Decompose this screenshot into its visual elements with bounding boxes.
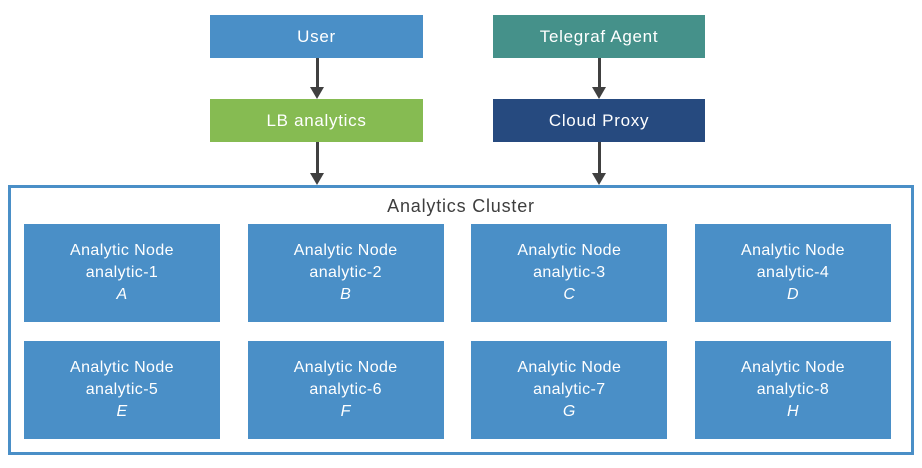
arrow-telegraf-to-cloudproxy	[592, 58, 606, 99]
analytic-node-7: Analytic Node analytic-7 G	[471, 341, 668, 439]
arrow-head-icon	[310, 87, 324, 99]
analytic-node-type-label: Analytic Node	[70, 242, 174, 259]
arrow-head-icon	[592, 87, 606, 99]
analytic-node-type-label: Analytic Node	[741, 359, 845, 376]
analytic-node-letter: D	[786, 286, 799, 303]
arrow-shaft	[315, 58, 319, 87]
telegraf-agent-box-label: Telegraf Agent	[539, 26, 659, 46]
analytic-node-name: analytic-2	[309, 264, 382, 281]
analytic-node-4: Analytic Node analytic-4 D	[694, 224, 891, 322]
arrow-shaft	[597, 142, 601, 173]
analytics-cluster-container: Analytics Cluster Analytic Node analytic…	[8, 185, 914, 455]
analytic-node-name: analytic-1	[85, 264, 159, 281]
analytic-node-name: analytic-7	[533, 381, 606, 398]
analytics-cluster-title: Analytics Cluster	[387, 196, 535, 216]
analytic-node-name: analytic-3	[533, 264, 606, 281]
analytic-node-type-label: Analytic Node	[517, 242, 622, 259]
arrow-cloudproxy-to-cluster	[592, 142, 606, 185]
cloud-proxy-box-label: Cloud Proxy	[548, 110, 650, 130]
user-box: User	[210, 15, 423, 58]
analytic-node-name: analytic-8	[756, 381, 830, 398]
analytic-node-letter: B	[340, 286, 352, 303]
arrow-user-to-lb	[310, 58, 324, 99]
analytic-node-2: Analytic Node analytic-2 B	[247, 224, 444, 322]
cloud-proxy-box: Cloud Proxy	[493, 99, 705, 142]
analytic-node-letter: H	[786, 403, 799, 420]
analytic-node-8: Analytic Node analytic-8 H	[694, 341, 891, 439]
analytic-node-letter: C	[563, 286, 576, 303]
arrow-head-icon	[592, 173, 606, 185]
analytic-node-letter: A	[116, 286, 128, 303]
arrow-head-icon	[310, 173, 324, 185]
analytic-node-5: Analytic Node analytic-5 E	[24, 341, 220, 439]
lb-analytics-box: LB analytics	[210, 99, 423, 142]
analytic-node-6: Analytic Node analytic-6 F	[247, 341, 444, 439]
analytic-node-type-label: Analytic Node	[70, 359, 174, 376]
analytic-node-grid: Analytic Node analytic-1 A Analytic Node…	[11, 216, 911, 439]
analytic-node-type-label: Analytic Node	[741, 242, 845, 259]
analytic-node-name: analytic-6	[309, 381, 382, 398]
analytic-node-letter: E	[116, 403, 128, 420]
arrow-lb-to-cluster	[310, 142, 324, 185]
arrow-shaft	[597, 58, 601, 87]
analytic-node-letter: G	[562, 403, 576, 420]
analytic-node-type-label: Analytic Node	[293, 242, 398, 259]
telegraf-agent-box: Telegraf Agent	[493, 15, 705, 58]
arrow-shaft	[315, 142, 319, 173]
analytic-node-type-label: Analytic Node	[517, 359, 622, 376]
lb-analytics-box-label: LB analytics	[266, 110, 367, 130]
analytic-node-name: analytic-5	[85, 381, 159, 398]
analytic-node-3: Analytic Node analytic-3 C	[471, 224, 668, 322]
analytic-node-letter: F	[340, 403, 351, 420]
analytic-node-type-label: Analytic Node	[293, 359, 398, 376]
analytic-node-1: Analytic Node analytic-1 A	[24, 224, 220, 322]
analytic-node-name: analytic-4	[756, 264, 830, 281]
user-box-label: User	[297, 26, 336, 46]
